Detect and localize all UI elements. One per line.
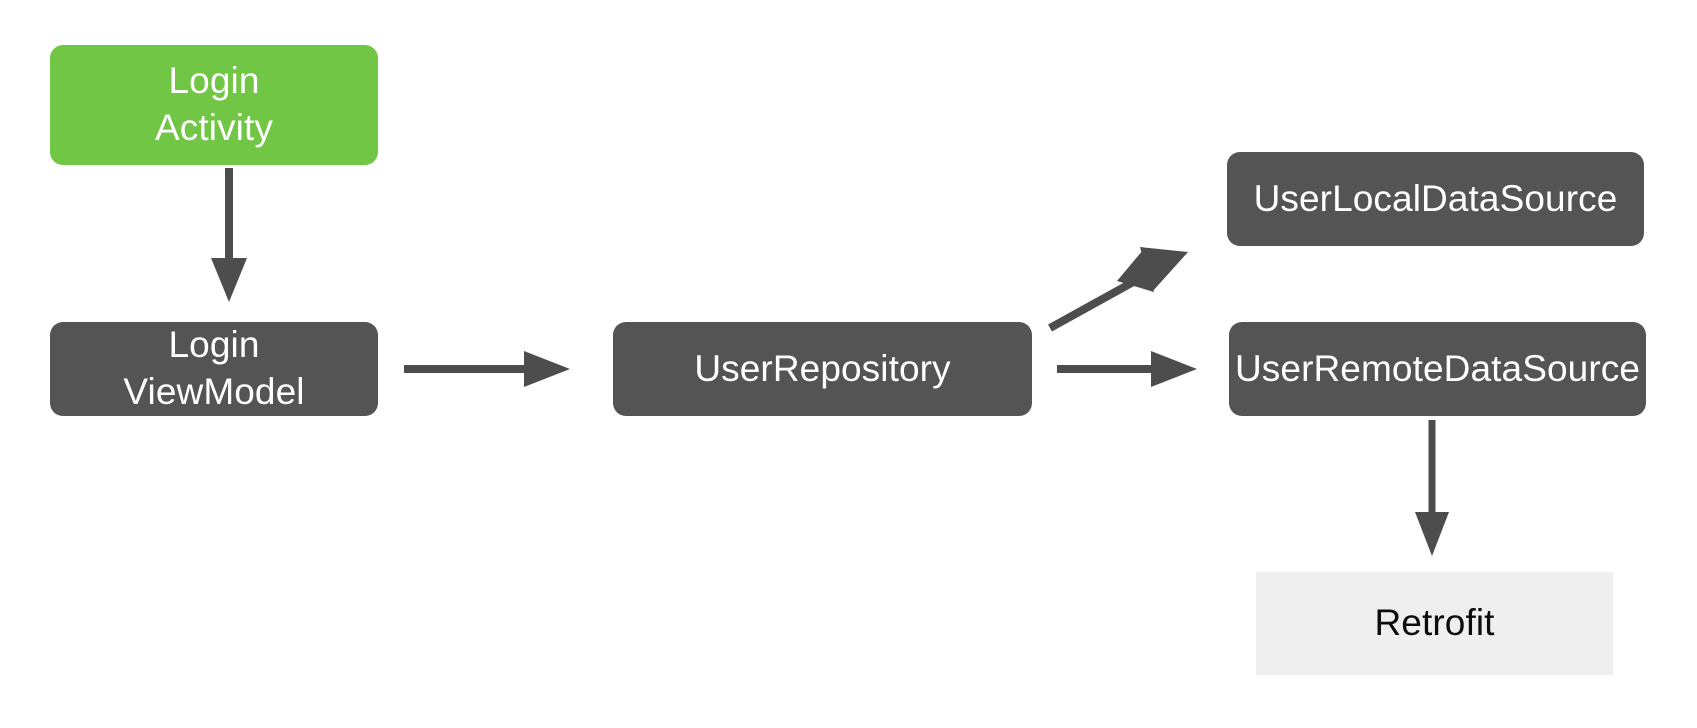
node-retrofit[interactable]: Retrofit [1256,572,1613,675]
edge-repository-to-local [1048,247,1188,332]
edge-viewmodel-to-repository [404,351,570,387]
node-login-activity[interactable]: Login Activity [50,45,378,165]
node-login-viewmodel-label: Login ViewModel [123,324,305,412]
node-user-remote-data-source-label: UserRemoteDataSource [1234,347,1641,389]
edge-repository-to-remote [1057,351,1197,387]
node-user-local-data-source-label: UserLocalDataSource [1253,177,1618,219]
node-login-activity-label: Login Activity [155,60,273,148]
edge-remote-to-retrofit [1415,420,1449,556]
node-retrofit-label: Retrofit [1374,602,1495,644]
node-user-remote-data-source[interactable]: UserRemoteDataSource [1229,322,1646,416]
node-user-repository-label: UserRepository [694,347,951,389]
node-login-viewmodel[interactable]: Login ViewModel [50,322,378,416]
node-user-local-data-source[interactable]: UserLocalDataSource [1227,152,1644,246]
node-user-repository[interactable]: UserRepository [613,322,1032,416]
edge-activity-to-viewmodel [211,168,247,302]
